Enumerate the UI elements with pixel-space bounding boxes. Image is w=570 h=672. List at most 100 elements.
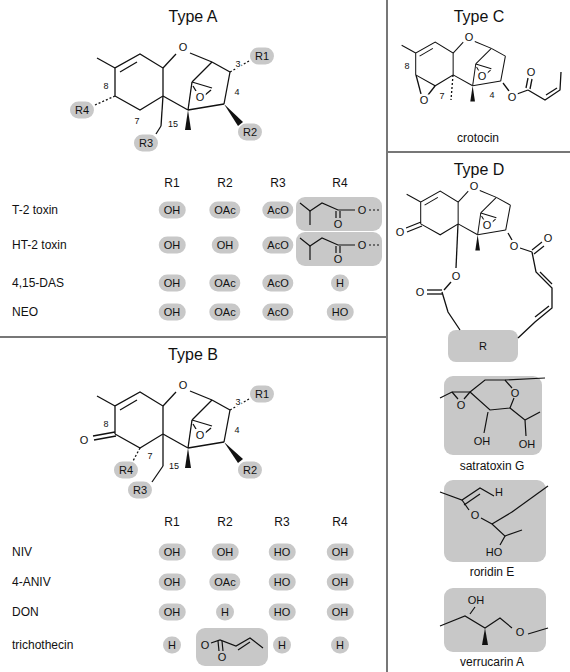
locant-number: 8 — [102, 82, 109, 91]
panel-title: Type A — [0, 9, 386, 25]
atom-label: O — [516, 627, 525, 638]
locant-number: 3 — [234, 60, 241, 69]
compound-name: verrucarin A — [460, 656, 524, 668]
atom-label: O — [419, 95, 430, 106]
atom-label: O — [178, 42, 189, 53]
substituent-cell: OH — [212, 237, 239, 254]
atom-label: O — [79, 435, 90, 446]
atom-label: O — [415, 287, 426, 298]
atom-label: O — [358, 205, 367, 216]
substituent-cell: OAc — [209, 202, 240, 219]
locant-number: 15 — [168, 462, 180, 471]
locant-number: 7 — [146, 452, 153, 461]
substituent-cell: OH — [327, 604, 354, 621]
atom-label: O — [526, 67, 537, 78]
locant-number: 8 — [403, 62, 410, 71]
type-panel: Type B — [0, 338, 386, 672]
substituent-site: R3 — [134, 135, 158, 152]
type-d-skeleton — [406, 190, 552, 338]
column-header: R2 — [217, 516, 232, 528]
substituent-cell: HO — [269, 544, 296, 561]
atom-label: O — [178, 380, 189, 391]
atom-label: O — [511, 388, 520, 399]
atom-label: R — [479, 341, 487, 352]
panel-title: Type D — [388, 162, 570, 178]
compound-name: NIV — [12, 546, 32, 558]
atom-label: O — [507, 92, 518, 103]
panel-title: Type B — [0, 347, 386, 363]
substituent-site: R2 — [238, 462, 262, 479]
atom-label: O — [469, 181, 480, 192]
column-header: R4 — [332, 177, 347, 189]
substituent-cell: HO — [269, 604, 296, 621]
atom-label: HO — [486, 547, 503, 558]
compound-name: trichothecin — [12, 639, 73, 651]
column-header: R2 — [217, 177, 232, 189]
substituent-cell: AcO — [262, 304, 293, 321]
substituent-cell: H — [331, 637, 349, 654]
substituent-cell: OH — [159, 574, 186, 591]
substituent-cell: HO — [327, 304, 354, 321]
compound-name: 4,15-DAS — [12, 277, 64, 289]
atom-label: O — [477, 71, 488, 82]
compound-name: crotocin — [457, 132, 499, 144]
substituent-site: R1 — [250, 48, 274, 65]
compound-name: satratoxin G — [460, 460, 525, 472]
column-header: R3 — [274, 516, 289, 528]
locant-number: 7 — [133, 117, 140, 126]
locant-number: 4 — [233, 88, 240, 97]
atom-label: O — [358, 240, 367, 251]
atom-label: O — [457, 400, 466, 411]
atom-label: OH — [474, 436, 491, 447]
substituent-cell: OH — [327, 574, 354, 591]
substituent-site: R1 — [250, 386, 274, 403]
substituent-site: R3 — [128, 482, 152, 499]
locant-number: 4 — [488, 91, 495, 100]
atom-label: O — [334, 219, 343, 230]
locant-number: 4 — [233, 426, 240, 435]
atom-label: O — [451, 271, 462, 282]
type-a-skeleton — [95, 53, 249, 134]
substituent-cell: OH — [159, 202, 186, 219]
atom-label: O — [543, 233, 554, 244]
substituent-cell: AcO — [262, 275, 293, 292]
side-chains — [440, 378, 548, 645]
substituent-site: R4 — [70, 102, 94, 119]
substituent-cell: OH — [159, 275, 186, 292]
substituent-cell: OAc — [209, 275, 240, 292]
column-header: R1 — [164, 516, 179, 528]
locant-number: 8 — [102, 420, 109, 429]
atom-label: O — [334, 254, 343, 265]
substituent-cell: OH — [159, 237, 186, 254]
atom-label: H — [495, 487, 503, 498]
substituent-cell: OH — [159, 304, 186, 321]
type-b-skeleton — [93, 391, 249, 482]
compound-name: 4-ANIV — [12, 576, 51, 588]
crotocin-skeleton — [402, 41, 561, 101]
substituent-cell: H — [163, 637, 181, 654]
locant-number: 7 — [438, 92, 445, 101]
compound-name: HT-2 toxin — [12, 239, 67, 251]
column-header: R4 — [332, 516, 347, 528]
atom-label: O — [509, 241, 520, 252]
substituent-cell: AcO — [262, 237, 293, 254]
substituent-cell: AcO — [262, 202, 293, 219]
substituent-cell: OH — [327, 544, 354, 561]
atom-label: OH — [519, 439, 536, 450]
compound-name: DON — [12, 606, 39, 618]
column-header: R1 — [164, 177, 179, 189]
atom-label: OH — [468, 595, 485, 606]
atom-label: O — [195, 430, 206, 441]
locant-number: 3 — [234, 398, 241, 407]
column-header: R3 — [270, 177, 285, 189]
atom-label: O — [201, 640, 210, 651]
compound-name: NEO — [12, 306, 38, 318]
atom-label: O — [464, 32, 475, 43]
substituent-cell: H — [216, 604, 234, 621]
substituent-site: R4 — [114, 462, 138, 479]
substituent-cell: H — [273, 637, 291, 654]
substituent-cell: OH — [159, 544, 186, 561]
atom-label: O — [482, 220, 493, 231]
